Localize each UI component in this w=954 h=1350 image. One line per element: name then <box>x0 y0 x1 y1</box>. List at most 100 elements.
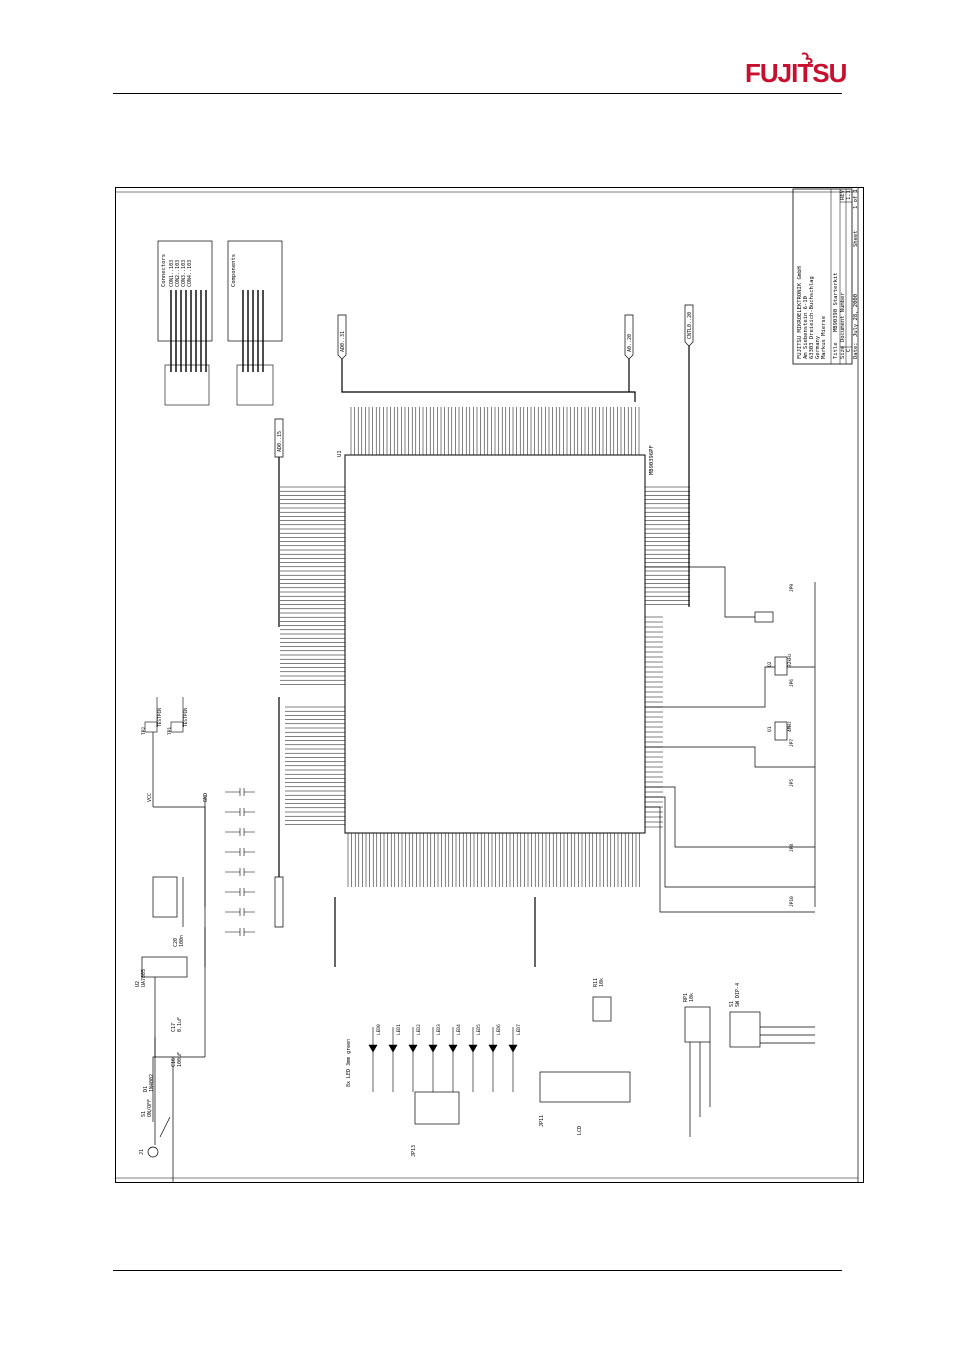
resistor-pack-val: 10k <box>689 993 695 1002</box>
ic-ref: U1 <box>337 450 343 457</box>
connector-item: CON2..103 <box>175 260 181 287</box>
u2-ref: U2 <box>135 981 141 987</box>
jp10-ref: JP10 <box>789 896 795 907</box>
led <box>388 1027 398 1092</box>
company-name: FUJITSU MIKROELEKTRONIK GmbH <box>797 266 803 359</box>
bus-ad-lo-label: AD0..15 <box>277 431 283 452</box>
tp2-ref: TP2 <box>141 727 147 735</box>
company-address1: Am Siebenstein 6-10 <box>803 296 809 359</box>
title-block: FUJITSU MIKROELEKTRONIK GmbH Am Siebenst… <box>792 188 859 365</box>
dip-switch-ref: S1 <box>729 1001 735 1007</box>
c17-val: 0.1uF <box>177 1017 183 1032</box>
led <box>448 1027 458 1092</box>
led-label: LED2 <box>416 1024 422 1035</box>
schematic-drawing: FUJITSU MIKROELEKTRONIK GmbH Am Siebenst… <box>115 187 864 1183</box>
lcd-connector <box>539 996 631 1103</box>
connector-item: CON1..103 <box>169 260 175 287</box>
company-country: Germany <box>815 335 821 359</box>
ic-u1: U1 MB90396PF <box>280 407 690 887</box>
c16-val: 100uF <box>177 1052 183 1067</box>
size-value: C <box>846 349 852 352</box>
jp6-ref: JP6 <box>789 679 795 687</box>
connectors-box: Connectors CON1..103 CON2..103 CON3..103… <box>157 240 213 406</box>
rev-value: 1.1 <box>846 190 852 200</box>
led <box>488 1027 498 1092</box>
components-title: Components <box>231 254 237 287</box>
c20-val: 100n <box>179 935 185 947</box>
bus-cntl-label: CNTL0..20 <box>687 312 693 339</box>
footer-rule <box>113 1270 842 1271</box>
q1-ref: Q1 <box>767 726 773 732</box>
led-label: LED6 <box>496 1024 502 1035</box>
jp8-ref: JP8 <box>789 844 795 852</box>
decoupling-capacitor <box>225 888 255 896</box>
led-jumper <box>414 1091 460 1125</box>
jp7-ref: JP7 <box>789 739 795 747</box>
decoupling-capacitor <box>225 788 255 796</box>
schematic-title: MB90390 Starterkit <box>833 272 839 332</box>
tp2-label: TESTPIN <box>157 708 163 727</box>
size-label: Size <box>840 346 846 359</box>
connectors-title: Connectors <box>161 254 167 287</box>
bus-ad-label: AD0..31 <box>340 331 346 352</box>
crystal-section <box>645 566 816 913</box>
c20-ref: C20 <box>173 938 179 947</box>
led <box>508 1027 518 1092</box>
bus-trunks <box>278 346 690 967</box>
bus-flags <box>274 304 694 928</box>
components-box: Components <box>227 240 283 406</box>
decoupling-capacitor <box>225 868 255 876</box>
d1-type: 1N4002 <box>149 1074 155 1092</box>
q2-ref: Q2 <box>767 661 773 667</box>
d1-ref: D1 <box>143 1086 149 1092</box>
tp1-label: TESTPIN <box>183 708 189 727</box>
jp5-ref: JP5 <box>789 779 795 787</box>
j1-ref: J1 <box>139 1149 145 1155</box>
bus-a-label: A0..20 <box>627 334 633 352</box>
test-pins <box>144 697 184 733</box>
doc-label: Document Number <box>840 292 846 342</box>
q1-val: 4MHz <box>787 721 793 732</box>
led <box>468 1027 478 1092</box>
decoupling-capacitor <box>225 828 255 836</box>
connector-item: CON3..103 <box>181 260 187 287</box>
author: Markus Mierse <box>821 316 827 359</box>
s1-label: ON/OFF <box>147 1099 153 1117</box>
led-label: LED0 <box>376 1024 382 1035</box>
sheet-label: Sheet <box>853 230 859 247</box>
gnd-label: GND <box>203 793 209 802</box>
dip-switch <box>684 1006 815 1137</box>
led-label: LED3 <box>436 1024 442 1035</box>
header-rule <box>113 93 842 94</box>
led-jumper-ref: JP13 <box>411 1145 417 1157</box>
c16-ref: C16 <box>171 1058 177 1067</box>
led-label: LED4 <box>456 1024 462 1035</box>
tp1-ref: TP1 <box>167 727 173 735</box>
s1-ref: S1 <box>141 1111 147 1117</box>
led <box>368 1027 378 1092</box>
dip-switch-type: SW DIP-4 <box>735 983 741 1007</box>
led-label: LED1 <box>396 1024 402 1035</box>
date-label: Date: <box>853 342 859 359</box>
decoupling-capacitor <box>225 928 255 936</box>
led <box>428 1027 438 1092</box>
lcd-pot-ref: R11 <box>593 978 599 987</box>
c17-ref: C17 <box>171 1023 177 1032</box>
led-label: LED5 <box>476 1024 482 1035</box>
schematic-frame: FUJITSU MIKROELEKTRONIK GmbH Am Siebenst… <box>115 187 864 1183</box>
vcc-label: VCC <box>147 793 153 802</box>
decoupling-capacitor <box>225 908 255 916</box>
rev-label: REV <box>840 189 846 200</box>
led-array-label: 8x LED 3mm green <box>346 1039 352 1087</box>
title-label: Title <box>833 342 839 359</box>
fujitsu-logo: FUJITSU <box>740 50 850 90</box>
lcd-ref: JP11 <box>539 1115 545 1127</box>
q2-val: 32kHz <box>787 653 793 667</box>
decoupling-caps <box>225 788 255 936</box>
svg-text:FUJITSU: FUJITSU <box>745 58 847 88</box>
ic-part: MB90396PF <box>649 445 655 475</box>
lcd-pot-val: 10k <box>599 978 605 987</box>
decoupling-capacitor <box>225 848 255 856</box>
resistor-pack-ref: RP1 <box>683 993 689 1002</box>
